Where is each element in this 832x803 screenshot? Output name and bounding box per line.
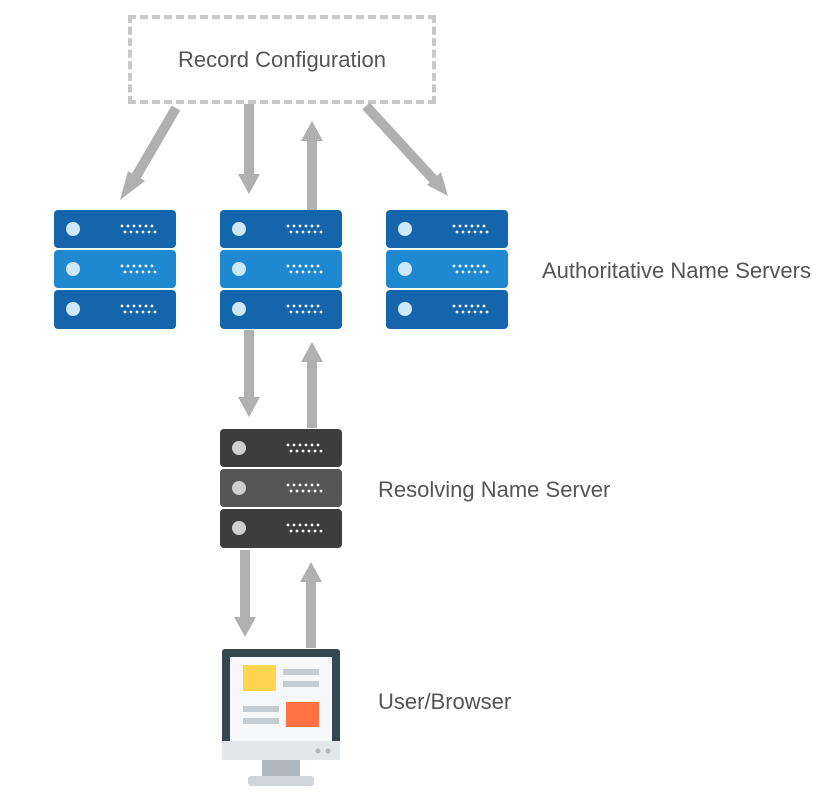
monitor-card-yellow [243,665,276,691]
arrowhead-resolver-down [238,397,260,417]
server-unit [220,210,342,248]
config-arrows [120,102,448,210]
arrowhead-auth-right [427,172,448,196]
server-unit [386,290,508,329]
resolver-user-arrows [234,550,322,648]
server-unit [220,429,342,467]
arrowhead-auth-left [120,171,145,200]
arrowhead-config-up [301,121,323,141]
server-unit [54,250,176,288]
arrowhead-resolver-up [300,562,322,582]
arrow-config-to-auth-left [129,105,181,183]
monitor-card-red [286,702,319,727]
arrow-config-to-auth-right [362,102,438,184]
auth-resolver-arrows [238,330,323,428]
resolving-server [220,429,342,548]
record-configuration-label: Record Configuration [178,46,386,72]
record-configuration-box: Record Configuration [128,15,436,104]
server-unit [220,509,342,548]
arrowhead-auth-up [301,342,323,362]
arrowhead-user-down [234,617,256,637]
server-unit [386,250,508,288]
server-unit [54,290,176,329]
auth-server-right [386,210,508,329]
auth-server-center [220,210,342,329]
user-browser-label: User/Browser [378,689,512,714]
resolving-name-server-label: Resolving Name Server [378,477,611,502]
auth-server-left [54,210,176,329]
server-unit [220,250,342,288]
authoritative-name-servers-label: Authoritative Name Servers [542,258,811,283]
monitor-icon [222,649,340,786]
arrowhead-auth-center-down [238,174,260,194]
server-unit [54,210,176,248]
server-unit [386,210,508,248]
server-unit [220,290,342,329]
server-unit [220,469,342,507]
